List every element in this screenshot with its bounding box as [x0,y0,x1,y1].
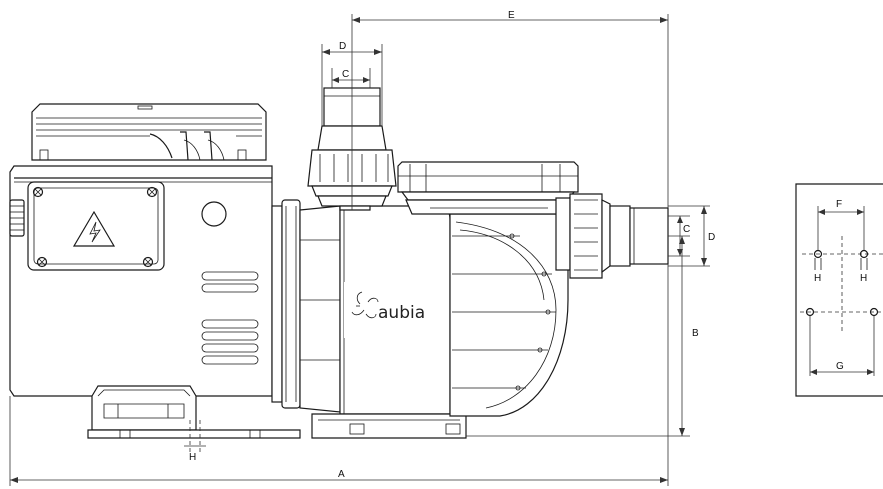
dimension-label-c-right: C [683,224,690,235]
brand-name: aubia [378,303,425,323]
dimension-label-b: B [692,328,699,339]
dimension-label-h-right: H [860,273,867,284]
vent-slots [201,201,259,365]
dimension-label-f: F [836,199,842,210]
dimension-label-h-left: H [814,273,821,284]
footprint-inset [795,183,883,397]
screw-icon [32,186,158,268]
dimension-label-g: G [836,361,844,372]
strainer-basket [449,213,569,417]
dimension-label-c-top: C [342,69,349,80]
dimension-label-d-right: D [708,232,715,243]
base-foot [87,385,301,439]
dimension-label-e: E [508,10,515,21]
strainer-lid [397,161,579,215]
dimension-label-h-base: H [189,452,196,463]
dimension-label-a: A [338,469,345,480]
terminal-box [27,181,165,271]
high-voltage-warning-icon [72,210,116,247]
dimension-label-d-top: D [339,41,346,52]
dimension-lines [9,14,710,486]
side-pipe-union [555,193,669,279]
aubia-logo-icon: aubia [344,282,440,338]
pump-flange [271,199,341,413]
